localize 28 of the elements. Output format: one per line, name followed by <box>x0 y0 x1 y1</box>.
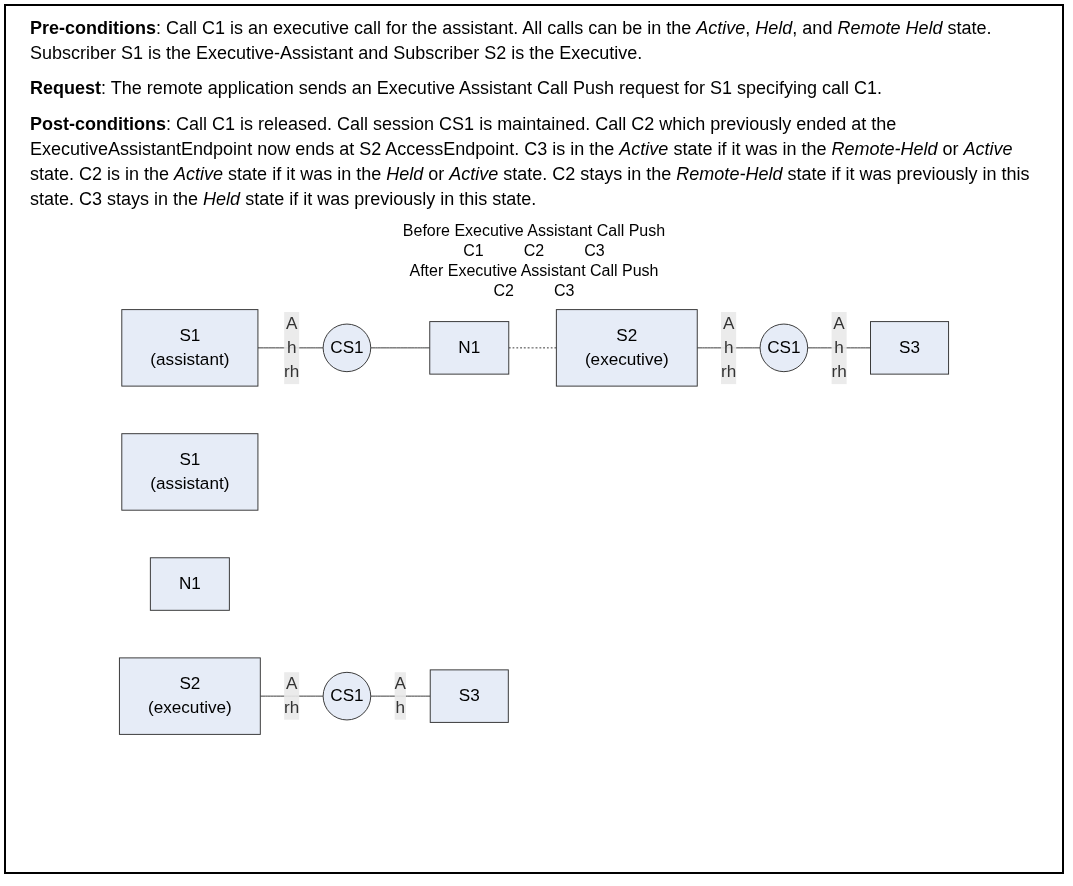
node-box: S2 (executive) <box>118 657 261 736</box>
node-box: S1 (assistant) <box>121 433 259 511</box>
edge-label: A h rh <box>831 314 847 382</box>
edge-label: A rh <box>284 674 300 718</box>
edge-label: A h <box>394 674 406 718</box>
paragraph: Post-conditions: Call C1 is released. Call session CS1 is maintained. Call C2 which previously ended at the ExecutiveAssistantEndpoint now ends at S2 AccessEndpoint. C3 is in the Active state if it was in the Remote-Held or Active state. C2 is in the Active state if it was in the Held or Active state. C2 stays in the Remote-Held state if it was previously in this state. C3 stays in the Held state if it was previously in this state. <box>30 112 1031 212</box>
paragraph: Pre-conditions: Call C1 is an executive call for the assistant. All calls can be in the Active, Held, and Remote Held state. Subscriber S1 is the Executive-Assistant and Subscriber S2 is the Executive. <box>30 17 993 66</box>
node-box: S3 <box>429 669 509 724</box>
node-circle: CS1 <box>759 323 809 373</box>
node-box: S3 <box>870 321 950 375</box>
node-box: S1 (assistant) <box>121 309 259 387</box>
node-box: N1 <box>429 321 510 375</box>
call-label: C3 <box>554 282 575 301</box>
section-heading: After Executive Assistant Call Push <box>409 262 659 281</box>
paragraph: Request: The remote application sends an Executive Assistant Call Push request for S1 specifying call C1. <box>30 77 884 101</box>
edge-label: A h rh <box>721 314 737 382</box>
call-label: C2 <box>493 282 514 301</box>
call-label: C1 <box>463 242 484 261</box>
node-box: S2 (executive) <box>555 309 698 387</box>
call-label: C2 <box>523 242 545 261</box>
node-circle: CS1 <box>322 672 372 721</box>
edge-label: A h rh <box>284 314 300 382</box>
node-box: N1 <box>149 557 230 612</box>
connector <box>370 347 431 349</box>
call-label: C3 <box>584 242 605 261</box>
connector <box>508 347 557 349</box>
node-circle: CS1 <box>322 323 372 373</box>
section-heading: Before Executive Assistant Call Push <box>402 222 666 241</box>
